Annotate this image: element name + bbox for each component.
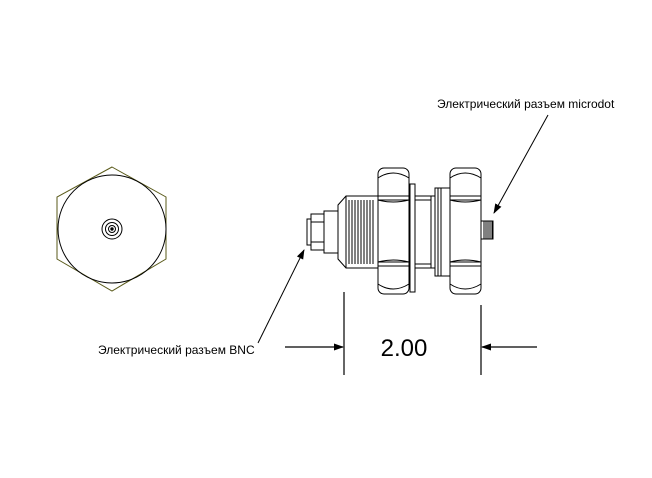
label-bnc-connector: Электрический разъем BNC: [98, 343, 255, 357]
bnc-connector-stub: [306, 210, 339, 254]
end-view-pin-ring-mid: [105, 222, 119, 236]
dimension-value: 2.00: [381, 335, 428, 362]
end-view: [56, 166, 167, 292]
hex-nut-right: [449, 167, 482, 295]
end-view-pin-ring-inner: [108, 225, 116, 233]
washer-plate: [408, 183, 416, 293]
side-view: [306, 167, 494, 295]
end-view-hexagon: [56, 166, 167, 292]
end-view-pin-center: [110, 227, 114, 231]
leader-bnc: [257, 249, 305, 344]
microdot-connector-tip: [480, 220, 494, 240]
end-view-pin-ring-outer: [101, 218, 123, 240]
threaded-body: [337, 195, 379, 269]
end-view-outer-circle: [57, 174, 167, 284]
leader-microdot: [493, 114, 549, 214]
hex-nut-left: [377, 167, 410, 295]
label-microdot-connector: Электрический разъем microdot: [437, 97, 615, 111]
middle-shaft: [414, 187, 451, 277]
dimension-2-00: [285, 292, 537, 375]
